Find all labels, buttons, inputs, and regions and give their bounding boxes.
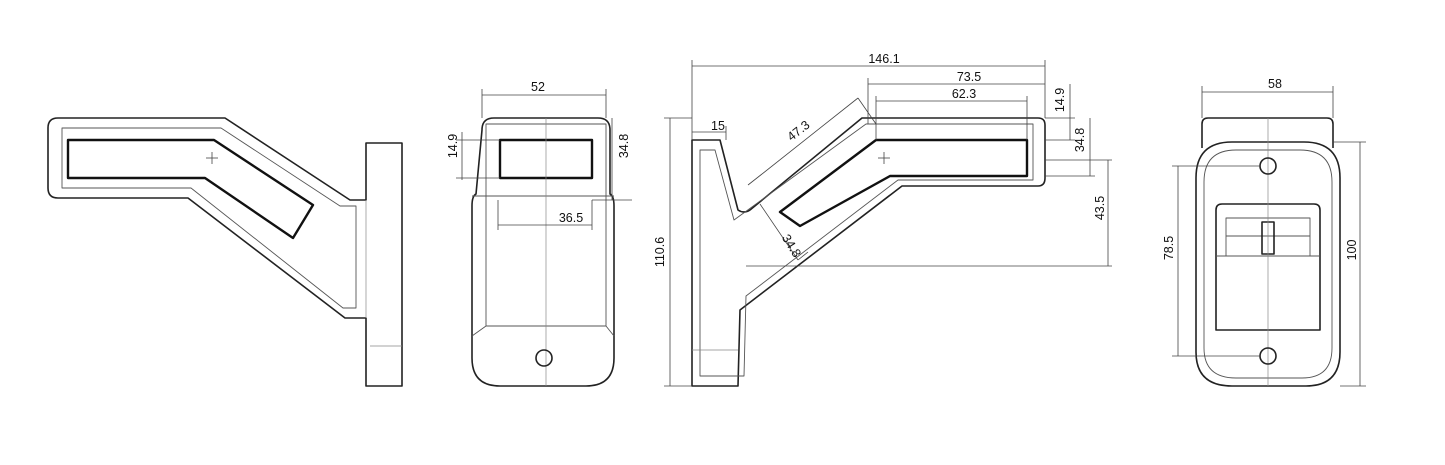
top-view-housing [691, 117, 1046, 387]
dim-front-width: 52 [531, 80, 545, 94]
dim-top-overall-length: 146.1 [868, 52, 899, 66]
rear-view-dimensions: 58 78.5 100 [1162, 77, 1366, 387]
rear-view-connector [1215, 203, 1321, 331]
top-view-inner-outline [699, 123, 1034, 377]
rear-view [1195, 117, 1341, 387]
rear-view-top-tab [1201, 117, 1334, 148]
front-view-housing [471, 117, 615, 387]
dim-rear-height: 100 [1345, 240, 1359, 261]
top-view [691, 117, 1046, 387]
side-view-housing [47, 117, 403, 387]
dim-rear-hole-spacing: 78.5 [1162, 236, 1176, 260]
dim-top-right-height-2: 34.8 [1073, 128, 1087, 152]
side-view-lens [66, 138, 315, 240]
crosshair-icon [878, 152, 890, 164]
front-view-screw-hole [535, 349, 553, 367]
front-view-line [605, 325, 615, 337]
rear-view-plate [1195, 141, 1341, 387]
rear-view-connector-pin [1261, 221, 1275, 255]
dim-top-right-height-1: 14.9 [1053, 88, 1067, 112]
dim-top-upper-length: 73.5 [957, 70, 981, 84]
dim-front-lens-right: 34.8 [617, 134, 631, 158]
side-view [47, 117, 403, 387]
top-view-dimensions: 146.1 73.5 62.3 15 47.3 34.8 110.6 14.9 … [653, 52, 1112, 387]
dim-top-right-height-3: 43.5 [1093, 196, 1107, 220]
dim-top-diagonal-length: 47.3 [785, 118, 813, 144]
dim-top-overall-height: 110.6 [653, 237, 667, 267]
dim-top-diagonal-width: 34.8 [779, 232, 804, 260]
rear-view-inner-plate [1203, 149, 1333, 379]
dim-front-lens-left: 14.9 [446, 134, 460, 158]
top-view-lens [778, 138, 1029, 228]
dim-rear-width: 58 [1268, 77, 1282, 91]
front-view-dimensions: 52 14.9 34.8 36.5 [446, 80, 632, 230]
front-view-line [471, 325, 487, 337]
dim-front-lens-width: 36.5 [559, 211, 583, 225]
dim-top-base-offset: 15 [711, 119, 725, 133]
crosshair-icon [206, 152, 218, 164]
dim-top-lens-length: 62.3 [952, 87, 976, 101]
side-view-inner-outline [61, 127, 357, 309]
front-view [471, 117, 615, 387]
